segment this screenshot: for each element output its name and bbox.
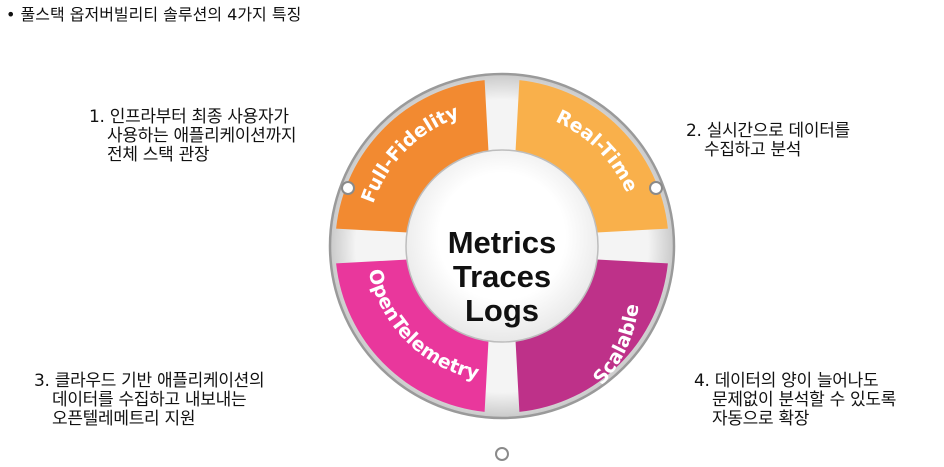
center-hub [405, 149, 599, 343]
feature-line: 4. 데이터의 양이 늘어나도 [694, 371, 879, 391]
feature-line: 자동으로 확장 [712, 409, 810, 429]
feature-scalable: 4. 데이터의 양이 늘어나도 문제없이 분석할 수 있도록 자동으로 확장 [694, 372, 896, 429]
feature-line: 데이터를 수집하고 내보내는 [52, 390, 247, 410]
connector-dot [649, 181, 663, 195]
feature-line: 2. 실시간으로 데이터를 [686, 121, 850, 141]
feature-line: 3. 클라우드 기반 애플리케이션의 [34, 371, 265, 391]
center-text-metrics: Metrics [448, 225, 557, 260]
center-text-logs: Logs [465, 293, 539, 328]
feature-opentelemetry: 3. 클라우드 기반 애플리케이션의 데이터를 수집하고 내보내는 오픈텔레메트… [34, 371, 265, 429]
feature-line: 전체 스택 관장 [107, 145, 210, 165]
feature-line: 오픈텔레메트리 지원 [52, 409, 196, 429]
feature-line: 수집하고 분석 [704, 140, 802, 160]
feature-line: 1. 인프라부터 최종 사용자가 [89, 107, 289, 127]
feature-full-fidelity: 1. 인프라부터 최종 사용자가 사용하는 애플리케이션까지 전체 스택 관장 [89, 108, 296, 165]
segment-full-fidelity [336, 80, 490, 234]
feature-line: 문제없이 분석할 수 있도록 [712, 390, 897, 410]
segment-opentelemetry [336, 258, 490, 412]
segment-real-time [514, 80, 668, 234]
connector-dot [341, 181, 355, 195]
segment-scalable [514, 258, 668, 412]
connector-dot [495, 447, 509, 461]
feature-real-time: 2. 실시간으로 데이터를 수집하고 분석 [686, 122, 850, 160]
center-text-traces: Traces [453, 259, 551, 294]
page-heading: • 풀스택 옵저버빌리티 솔루션의 4가지 특징 [6, 5, 302, 24]
feature-line: 사용하는 애플리케이션까지 [107, 126, 297, 146]
